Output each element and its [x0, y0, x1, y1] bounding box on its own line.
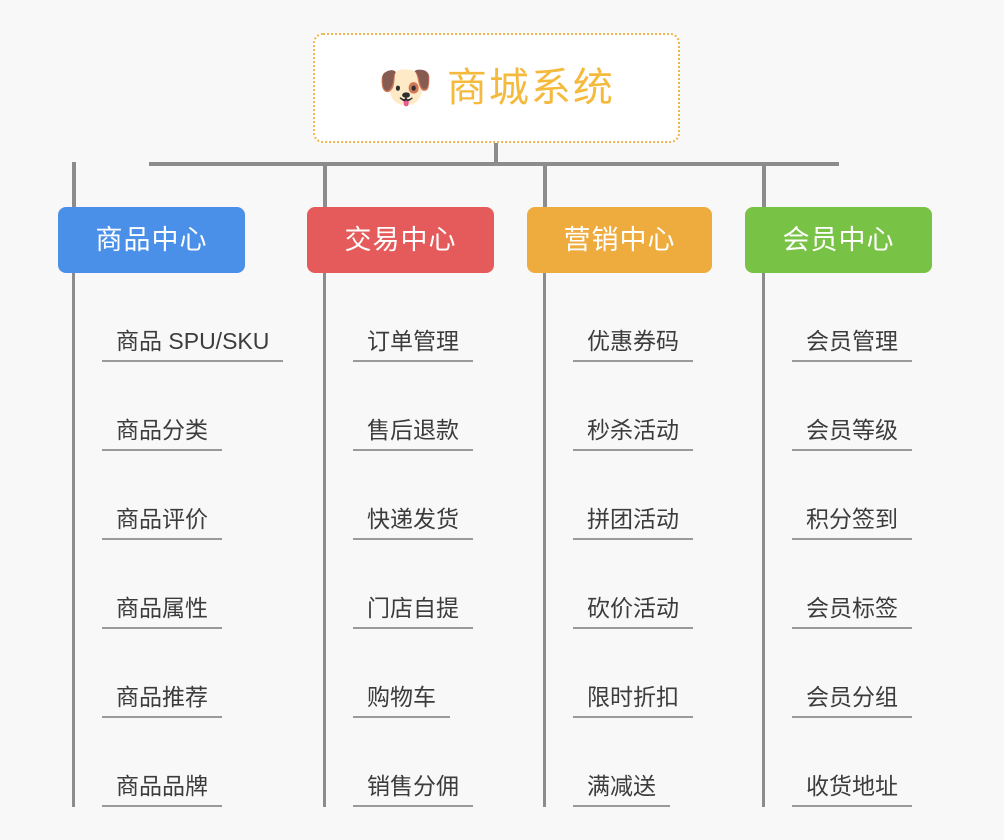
- leaf-item-label: 会员管理: [806, 327, 898, 354]
- leaf-item-underline: 订单管理: [353, 328, 473, 362]
- leaf-item-label: 商品推荐: [116, 683, 208, 710]
- leaf-item-underline: 商品分类: [102, 417, 222, 451]
- leaf-item[interactable]: 拼团活动: [543, 451, 693, 540]
- leaf-item-underline: 购物车: [353, 684, 450, 718]
- leaf-item-underline: 会员标签: [792, 595, 912, 629]
- branch-box-product-center[interactable]: 商品中心: [58, 207, 245, 273]
- trunk-drop-connector-marketing-center: [543, 162, 547, 208]
- branch-box-marketing-center[interactable]: 营销中心: [527, 207, 712, 273]
- leaf-column-marketing-center: 优惠券码秒杀活动拼团活动砍价活动限时折扣满减送: [543, 273, 693, 807]
- trunk-drop-connector-trade-center: [323, 162, 327, 208]
- leaf-item-underline: 商品 SPU/SKU: [102, 327, 284, 362]
- leaf-item-label: 会员分组: [806, 683, 898, 710]
- trunk-horizontal-connector: [149, 162, 839, 166]
- branch-label-trade-center: 交易中心: [344, 224, 457, 255]
- leaf-item[interactable]: 商品分类: [72, 362, 283, 451]
- leaf-spine-trade-center: [323, 273, 326, 807]
- leaf-item[interactable]: 优惠券码: [543, 273, 693, 362]
- leaf-item-underline: 商品推荐: [102, 684, 222, 718]
- leaf-item-label: 积分签到: [806, 505, 898, 532]
- leaf-item-underline: 秒杀活动: [573, 417, 693, 451]
- leaf-item[interactable]: 销售分佣: [323, 718, 473, 807]
- leaf-item[interactable]: 商品品牌: [72, 718, 283, 807]
- leaf-item[interactable]: 售后退款: [323, 362, 473, 451]
- branch-label-product-center: 商品中心: [95, 224, 208, 255]
- leaf-item-underline: 商品品牌: [102, 773, 222, 807]
- leaf-item-label: 限时折扣: [587, 683, 679, 710]
- leaf-item-underline: 快递发货: [353, 506, 473, 540]
- shiba-dog-face-icon: 🐶: [378, 63, 433, 112]
- leaf-column-member-center: 会员管理会员等级积分签到会员标签会员分组收货地址: [762, 273, 912, 807]
- leaf-item-label: 商品评价: [116, 505, 208, 532]
- leaf-item[interactable]: 秒杀活动: [543, 362, 693, 451]
- leaf-item-underline: 积分签到: [792, 506, 912, 540]
- leaf-item-label: 砍价活动: [587, 594, 679, 621]
- leaf-item-label: 会员标签: [806, 594, 898, 621]
- trunk-drop-connector-member-center: [762, 162, 766, 208]
- leaf-item-label: 商品 SPU/SKU: [116, 327, 270, 354]
- leaf-item[interactable]: 快递发货: [323, 451, 473, 540]
- leaf-item[interactable]: 砍价活动: [543, 540, 693, 629]
- leaf-item-underline: 限时折扣: [573, 684, 693, 718]
- leaf-column-trade-center: 订单管理售后退款快递发货门店自提购物车销售分佣: [323, 273, 473, 807]
- leaf-item-label: 门店自提: [367, 594, 459, 621]
- leaf-item[interactable]: 订单管理: [323, 273, 473, 362]
- leaf-item[interactable]: 会员分组: [762, 629, 912, 718]
- branch-box-trade-center[interactable]: 交易中心: [307, 207, 494, 273]
- leaf-item-underline: 销售分佣: [353, 773, 473, 807]
- leaf-item-underline: 商品评价: [102, 506, 222, 540]
- leaf-item-label: 商品分类: [116, 416, 208, 443]
- leaf-item-label: 售后退款: [367, 416, 459, 443]
- leaf-item-underline: 砍价活动: [573, 595, 693, 629]
- root-node-mall-system[interactable]: 🐶 商城系统: [313, 33, 680, 143]
- leaf-spine-product-center: [72, 273, 75, 807]
- leaf-spine-marketing-center: [543, 273, 546, 807]
- leaf-item[interactable]: 商品评价: [72, 451, 283, 540]
- leaf-item-label: 收货地址: [806, 772, 898, 799]
- leaf-item-underline: 会员分组: [792, 684, 912, 718]
- trunk-drop-connector-product-center: [72, 162, 76, 208]
- leaf-item[interactable]: 会员等级: [762, 362, 912, 451]
- leaf-item-underline: 售后退款: [353, 417, 473, 451]
- leaf-item[interactable]: 会员标签: [762, 540, 912, 629]
- leaf-column-product-center: 商品 SPU/SKU 商品分类商品评价商品属性商品推荐商品品牌: [72, 273, 284, 807]
- leaf-item-label: 商品属性: [116, 594, 208, 621]
- trunk-stem-connector: [494, 143, 498, 166]
- leaf-item[interactable]: 积分签到: [762, 451, 912, 540]
- branch-box-member-center[interactable]: 会员中心: [745, 207, 932, 273]
- leaf-item[interactable]: 限时折扣: [543, 629, 693, 718]
- leaf-item-underline: 会员管理: [792, 328, 912, 362]
- leaf-item[interactable]: 会员管理: [762, 273, 912, 362]
- leaf-item-label: 优惠券码: [587, 327, 679, 354]
- leaf-item[interactable]: 门店自提: [323, 540, 473, 629]
- leaf-item-label: 商品品牌: [116, 772, 208, 799]
- leaf-item-label: 满减送: [587, 772, 656, 799]
- leaf-item[interactable]: 商品属性: [72, 540, 283, 629]
- leaf-spine-member-center: [762, 273, 765, 807]
- leaf-item-underline: 拼团活动: [573, 506, 693, 540]
- leaf-item[interactable]: 满减送: [543, 718, 693, 807]
- leaf-item[interactable]: 商品推荐: [72, 629, 283, 718]
- leaf-item-underline: 收货地址: [792, 773, 912, 807]
- leaf-item[interactable]: 收货地址: [762, 718, 912, 807]
- leaf-item-label: 快递发货: [367, 505, 459, 532]
- leaf-item-label: 销售分佣: [367, 772, 459, 799]
- leaf-item-underline: 门店自提: [353, 595, 473, 629]
- leaf-item-label: 会员等级: [806, 416, 898, 443]
- leaf-item-underline: 优惠券码: [573, 328, 693, 362]
- branch-label-marketing-center: 营销中心: [563, 224, 676, 255]
- leaf-item[interactable]: 商品 SPU/SKU: [72, 273, 284, 362]
- leaf-item-underline: 满减送: [573, 773, 670, 807]
- branch-label-member-center: 会员中心: [782, 224, 895, 255]
- leaf-item-label: 订单管理: [367, 327, 459, 354]
- leaf-item-underline: 商品属性: [102, 595, 222, 629]
- leaf-item-underline: 会员等级: [792, 417, 912, 451]
- leaf-item[interactable]: 购物车: [323, 629, 473, 718]
- leaf-item-label: 秒杀活动: [587, 416, 679, 443]
- leaf-item-label: 拼团活动: [587, 505, 679, 532]
- leaf-item-label: 购物车: [367, 683, 436, 710]
- root-node-title: 商城系统: [446, 66, 615, 110]
